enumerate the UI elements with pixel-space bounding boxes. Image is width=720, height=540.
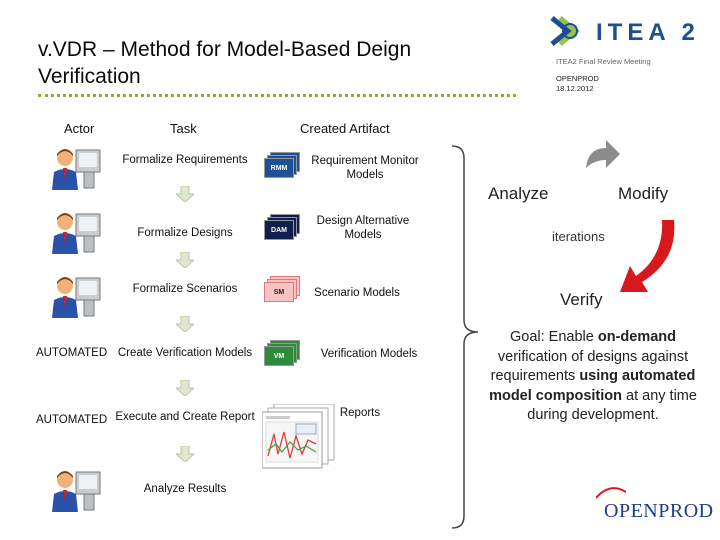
artifact-rmm-code: RMM: [264, 158, 294, 178]
grouping-brace: [448, 144, 484, 535]
openprod-logo: OPENPROD: [604, 500, 714, 522]
task-analyze-results: Analyze Results: [143, 483, 227, 495]
artifact-sm-icon: SM: [264, 276, 300, 302]
down-arrow-icon: [174, 185, 196, 203]
down-arrow-icon: [174, 445, 196, 463]
task-formalize-scenarios: Formalize Scenarios: [132, 283, 238, 295]
grey-curved-arrow-icon: [582, 138, 622, 183]
openprod-swoosh-icon: [595, 486, 627, 505]
goal-emphasis-2: using automated model composition: [489, 368, 696, 404]
itea2-logo: ITEA 2: [548, 14, 698, 48]
goal-text-2: verification of designs against requirem…: [490, 348, 689, 385]
itea2-logo-text: ITEA 2: [596, 19, 698, 46]
artifact-rmm-label: Requirement Monitor Models: [311, 155, 419, 181]
column-task: Task: [170, 121, 197, 136]
cycle-iterations-label: iterations: [552, 229, 605, 244]
column-artifact: Created Artifact: [300, 121, 390, 136]
artifact-vm-label: Verification Models: [320, 348, 418, 360]
cycle-modify-label: Modify: [618, 184, 669, 203]
task-formalize-designs: Formalize Designs: [137, 227, 233, 239]
down-arrow-icon: [174, 379, 196, 397]
goal-text-3: at any time during development.: [527, 387, 697, 424]
goal-emphasis-1: on-demand: [597, 329, 676, 345]
artifact-sm-label: Scenario Models: [314, 287, 400, 299]
meeting-name: ITEA2 Final Review Meeting: [556, 57, 651, 66]
meeting-date: 18.12.2012: [556, 84, 594, 93]
artifact-rmm-icon: RMM: [264, 152, 300, 178]
user-computer-icon: [50, 468, 106, 519]
project-name: OPENPROD: [556, 74, 599, 83]
artifact-dam-icon: DAM: [264, 214, 300, 240]
user-computer-icon: [50, 146, 106, 197]
down-arrow-icon: [174, 251, 196, 269]
artifact-reports-label: Reports: [339, 407, 381, 419]
artifact-vm-code: VM: [264, 346, 294, 366]
project-info: OPENPROD 18.12.2012: [556, 74, 599, 94]
slide-title: v.VDR – Method for Model-Based Deign Ver…: [38, 38, 412, 88]
title-divider: [38, 94, 516, 97]
goal-text-1: Goal: Enable: [509, 329, 598, 345]
actor-automated: AUTOMATED: [36, 347, 108, 359]
task-create-verification-models: Create Verification Models: [117, 347, 253, 359]
cycle-analyze-label: Analyze: [488, 184, 549, 203]
task-formalize-requirements: Formalize Requirements: [122, 154, 248, 166]
artifact-dam-label: Design Alternative Models: [316, 215, 410, 241]
report-thumbnail: [261, 403, 338, 470]
goal-statement: Goal: Enable on-demand verification of d…: [488, 328, 698, 426]
red-curved-arrow-icon: [612, 220, 682, 305]
artifact-sm-code: SM: [264, 282, 294, 302]
task-execute-report: Execute and Create Report: [115, 411, 255, 423]
actor-automated: AUTOMATED: [36, 414, 108, 426]
user-computer-icon: [50, 210, 106, 261]
column-actor: Actor: [64, 121, 95, 136]
artifact-dam-code: DAM: [264, 220, 294, 240]
user-computer-icon: [50, 274, 106, 325]
cycle-verify-label: Verify: [560, 290, 603, 309]
artifact-vm-icon: VM: [264, 340, 300, 366]
down-arrow-icon: [174, 315, 196, 333]
